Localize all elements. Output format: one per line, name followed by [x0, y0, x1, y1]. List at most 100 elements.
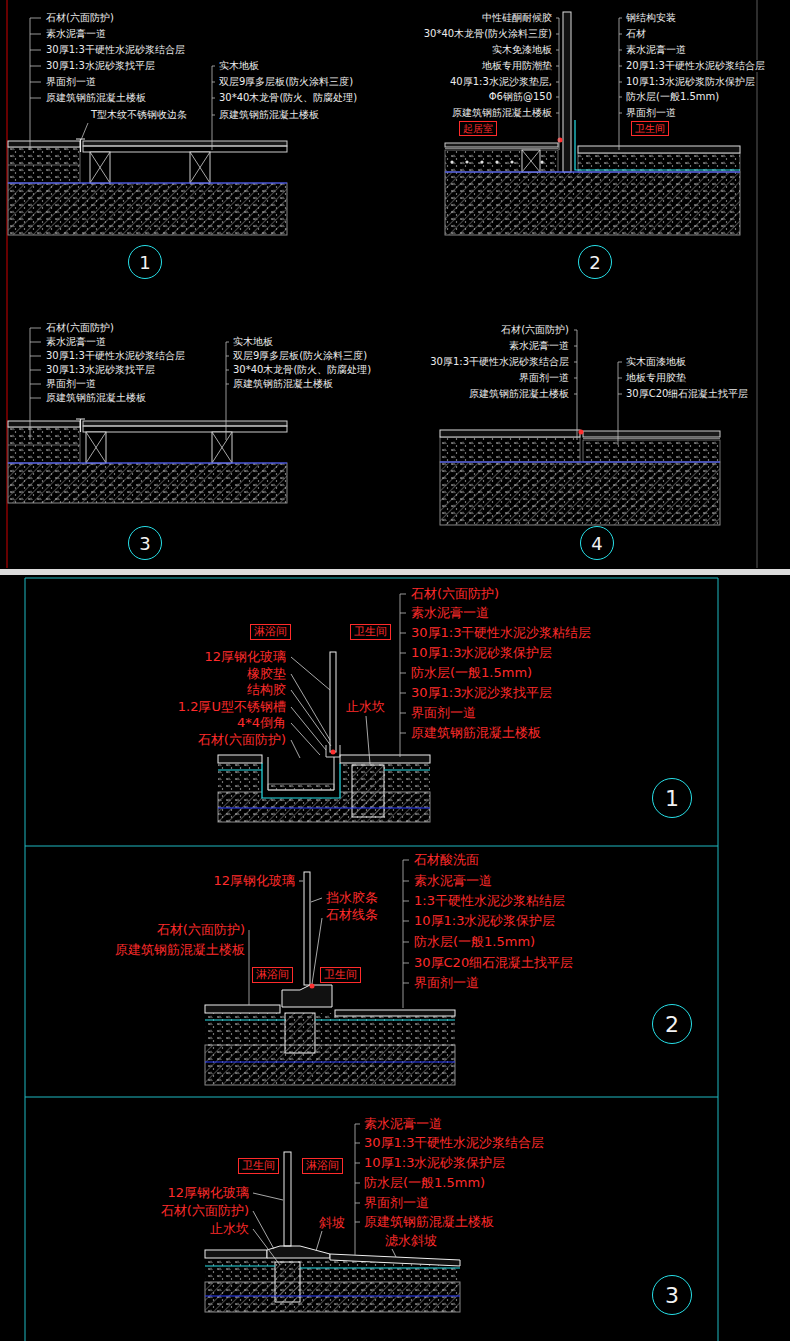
callout-label: 素水泥膏一道	[363, 1117, 443, 1132]
node-text: 起居室	[463, 123, 493, 134]
callout-label: 素水泥膏一道	[45, 336, 107, 348]
concrete-slab	[8, 463, 287, 503]
node-text: 淋浴间	[306, 1159, 339, 1172]
callout-label: 石材(六面防护)	[45, 322, 115, 334]
node-text: 4	[591, 533, 602, 554]
callout-label: 原建筑钢筋混凝土楼板	[218, 109, 320, 121]
callout-label: 界面剂一道	[45, 76, 97, 88]
detail-number-circle: 1	[652, 778, 692, 818]
callout-label: 石材(六面防护)	[45, 12, 115, 24]
screed-layer	[583, 440, 720, 462]
room-tag: 淋浴间	[252, 967, 293, 983]
wood-keel	[90, 152, 110, 183]
leader-tick	[619, 18, 622, 19]
keel-cross	[86, 432, 106, 463]
callout-label: 30厚1:3干硬性水泥沙浆结合层	[363, 1136, 545, 1151]
leader-tick	[226, 370, 229, 371]
leader-tick	[403, 983, 409, 984]
callout-label: 30*40木龙骨(防火、防腐处理)	[232, 364, 372, 376]
stone-layer	[440, 430, 580, 437]
leader-line	[249, 930, 250, 1005]
leader-line	[291, 674, 330, 740]
callout-label: 30厚1:3水泥沙浆找平层	[410, 686, 553, 701]
leader-line	[291, 723, 320, 755]
leader-tick	[403, 881, 409, 882]
node-text: 3	[139, 533, 150, 554]
sealant	[331, 750, 336, 755]
stone-layer	[205, 1005, 280, 1013]
rebar	[510, 160, 513, 163]
leader-line	[291, 657, 330, 690]
callout-label: 结构胶	[246, 683, 287, 698]
stone-layer	[578, 146, 740, 153]
callout-label: 防水层(一般1.5mm)	[410, 666, 533, 681]
leader-tick	[30, 34, 41, 35]
callout-label: 12厚钢化玻璃	[203, 650, 287, 665]
mortar-layer	[578, 153, 740, 172]
leader-line	[366, 716, 370, 764]
callout-label: 中性硅酮耐候胶	[481, 12, 553, 24]
stone-layer	[8, 421, 80, 427]
waterproof-layer	[218, 769, 430, 770]
frame-line	[25, 1097, 718, 1098]
leader-tick	[556, 113, 559, 114]
rebar	[480, 160, 483, 163]
leader-line	[559, 18, 560, 150]
leader-tick	[355, 1222, 360, 1223]
leader-line	[226, 342, 227, 440]
concrete-aggregate	[440, 462, 720, 525]
waterproof-layer	[575, 120, 740, 170]
callout-label: 界面剂一道	[625, 107, 677, 119]
concrete-slab	[205, 1045, 455, 1085]
callout-label: 石材线条	[325, 908, 379, 923]
callout-label: 30*40木龙骨(防火、防腐处理)	[218, 92, 358, 104]
callout-label: 原建筑钢筋混凝土楼板	[363, 1215, 495, 1230]
layer-line	[8, 165, 80, 166]
channel-base	[268, 784, 334, 790]
leader-tick	[400, 633, 406, 634]
callout-label: 止水坎	[345, 700, 386, 715]
plywood-layer	[83, 426, 287, 432]
leader-tick	[618, 378, 622, 379]
callout-label: 12厚钢化玻璃	[212, 874, 296, 889]
leader-tick	[556, 18, 559, 19]
callout-label: 30厚1:3水泥砂浆找平层	[45, 60, 156, 72]
leader-line	[618, 362, 619, 445]
leader-line	[299, 881, 303, 882]
leader-line	[392, 1249, 396, 1257]
callout-label: 30厚1:3干硬性水泥砂浆结合层	[45, 44, 186, 56]
callout-label: 石材(六面防护)	[197, 733, 287, 748]
node-text: 卫生间	[324, 968, 357, 981]
callout-label: 30厚1:3干硬性水泥砂浆结合层	[45, 350, 186, 362]
frame-line	[25, 578, 26, 1341]
leader-tick	[556, 82, 559, 83]
waterproof-channel	[262, 763, 340, 798]
frame-line	[718, 578, 719, 1341]
callout-label: 12厚钢化玻璃	[166, 1186, 250, 1201]
leader-tick	[355, 1183, 360, 1184]
sealant	[310, 984, 315, 989]
mortar-layer	[440, 437, 580, 462]
callout-label: Φ6钢筋@150	[488, 91, 553, 103]
node-text: 2	[665, 1012, 679, 1037]
node-text: 卫生间	[354, 625, 387, 638]
leader-tick	[30, 342, 41, 343]
leader-tick	[226, 342, 229, 343]
glass-panel	[330, 652, 336, 752]
leader-tick	[226, 356, 229, 357]
detail-number-circle: 4	[580, 526, 614, 560]
mortar-layer	[205, 1013, 455, 1045]
leader-tick	[400, 653, 406, 654]
callout-label: 素水泥膏一道	[45, 28, 107, 40]
datum-line	[440, 462, 720, 463]
wood-floor	[445, 143, 558, 147]
callout-label: 1:3干硬性水泥沙浆粘结层	[413, 894, 566, 909]
leader-tick	[619, 113, 622, 114]
callout-label: 1.2厚U型不锈钢槽	[177, 700, 287, 715]
concrete-aggregate	[205, 1045, 455, 1085]
leader-tick	[403, 942, 409, 943]
concrete-slab	[8, 183, 287, 235]
leader-tick	[212, 115, 215, 116]
leader-line	[81, 123, 88, 140]
water-stop-curb	[285, 1013, 315, 1053]
